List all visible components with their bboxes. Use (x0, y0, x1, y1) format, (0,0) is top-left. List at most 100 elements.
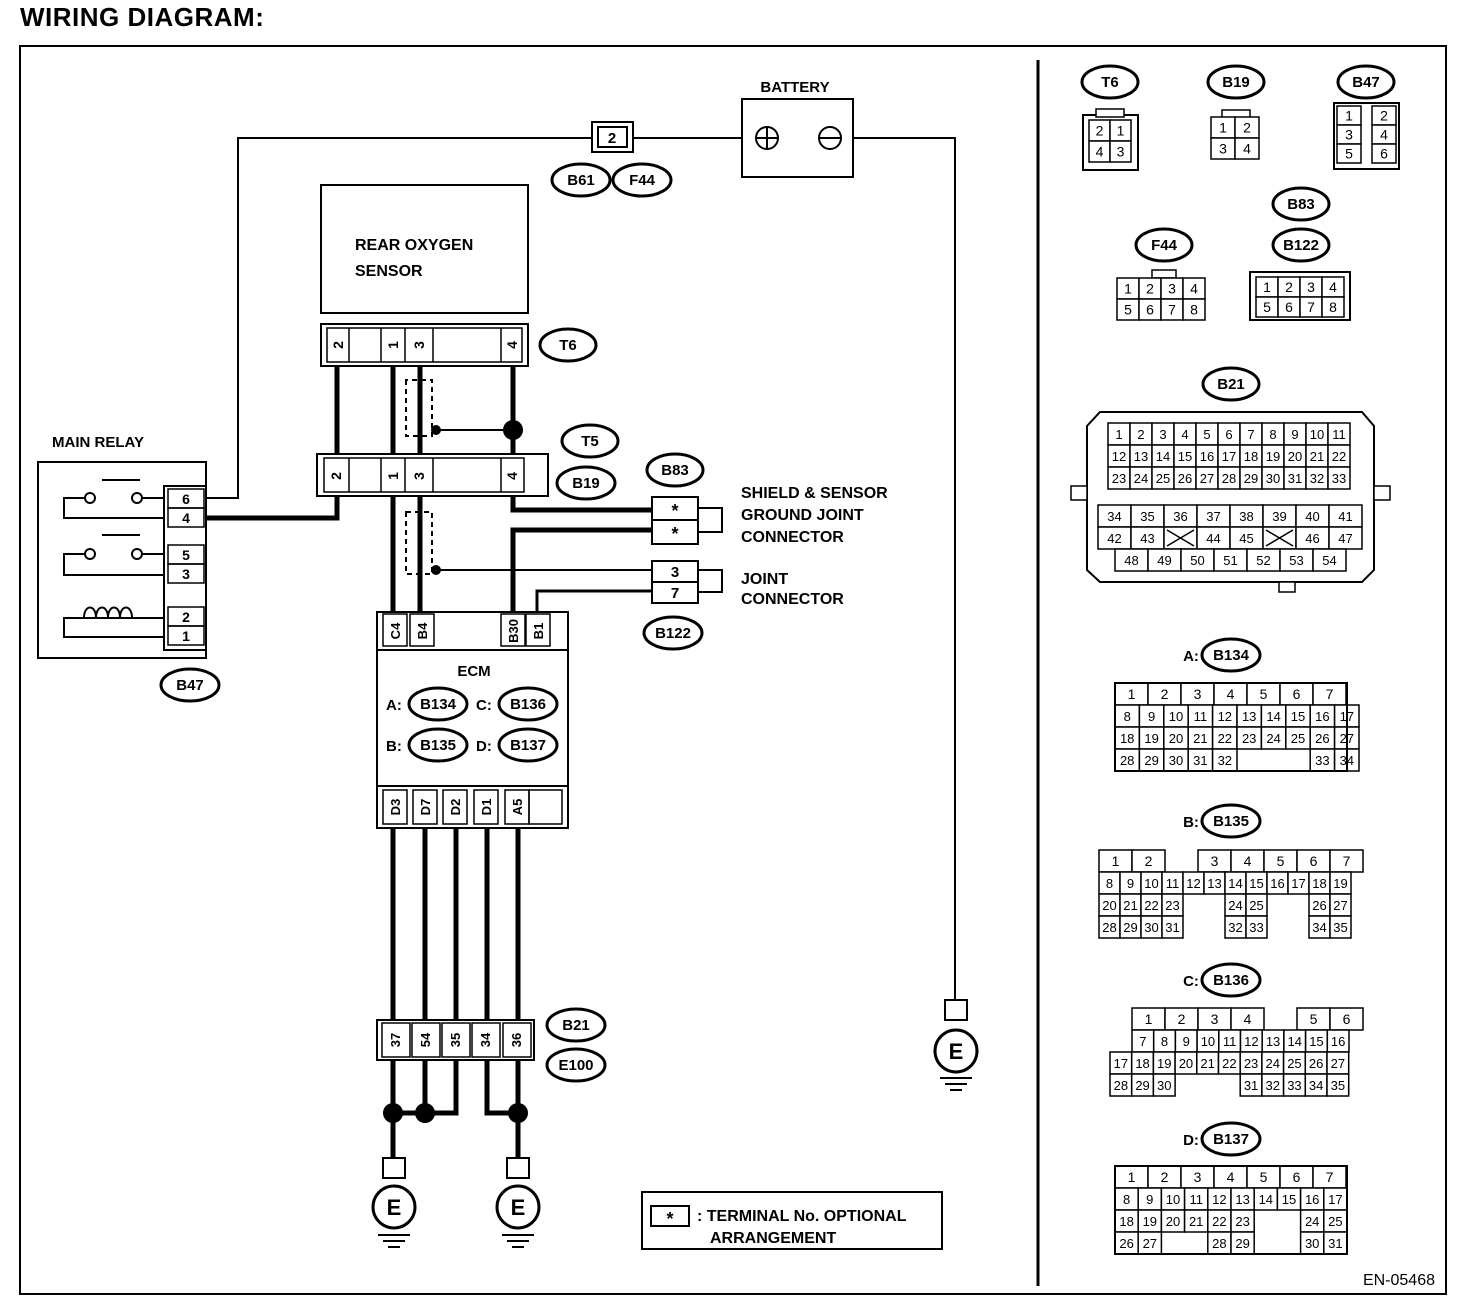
connector-id-badge: B122 (1271, 227, 1331, 263)
svg-text:3: 3 (1345, 127, 1353, 143)
svg-text:9: 9 (1291, 427, 1298, 442)
svg-text:33: 33 (1332, 471, 1346, 486)
svg-text:7: 7 (1139, 1034, 1146, 1049)
svg-text:32: 32 (1266, 1078, 1280, 1093)
svg-text:21: 21 (1193, 731, 1207, 746)
svg-text:: TERMINAL No. OPTIONAL: : TERMINAL No. OPTIONAL (697, 1208, 907, 1225)
svg-text:7: 7 (1326, 686, 1334, 702)
svg-text:8: 8 (1329, 299, 1337, 315)
svg-text:16: 16 (1200, 449, 1214, 464)
svg-text:1: 1 (1128, 686, 1136, 702)
svg-text:26: 26 (1178, 471, 1192, 486)
svg-text:17: 17 (1328, 1192, 1342, 1207)
connector-id-badge: B61 (550, 162, 612, 198)
svg-text:24: 24 (1266, 1056, 1280, 1071)
svg-text:47: 47 (1338, 531, 1352, 546)
main-relay: MAIN RELAY (37, 434, 207, 659)
connector-id-badge: B134 (1200, 637, 1262, 673)
svg-text:15: 15 (1249, 876, 1263, 891)
connector-id-badge: T5 (560, 423, 620, 459)
svg-text:19: 19 (1144, 731, 1158, 746)
svg-text:4: 4 (1244, 1011, 1252, 1027)
svg-text:4: 4 (182, 510, 190, 526)
svg-text:B83: B83 (661, 462, 689, 479)
svg-text:25: 25 (1328, 1214, 1342, 1229)
svg-text:3: 3 (1159, 427, 1166, 442)
svg-text:16: 16 (1331, 1034, 1345, 1049)
svg-text:36: 36 (509, 1033, 524, 1047)
svg-text:44: 44 (1206, 531, 1220, 546)
svg-text:13: 13 (1134, 449, 1148, 464)
svg-text:5: 5 (1277, 853, 1285, 869)
svg-text:*: * (671, 524, 678, 544)
svg-text:37: 37 (388, 1033, 403, 1047)
svg-text:35: 35 (1333, 920, 1347, 935)
shield-ground-joint-connector: * * SHIELD & SENSOR GROUND JOINT CONNECT… (651, 485, 888, 546)
page-title: WIRING DIAGRAM: (20, 2, 265, 32)
connector-t6: 2 1 3 4 (320, 323, 529, 367)
svg-text:10: 10 (1166, 1192, 1180, 1207)
svg-text:19: 19 (1266, 449, 1280, 464)
svg-text:T5: T5 (581, 433, 599, 450)
svg-text:54: 54 (1322, 553, 1336, 568)
svg-text:2: 2 (1161, 686, 1169, 702)
svg-text:2: 2 (1137, 427, 1144, 442)
diagram-frame (19, 45, 1447, 1295)
svg-text:SHIELD & SENSOR: SHIELD & SENSOR (741, 485, 888, 502)
svg-text:18: 18 (1312, 876, 1326, 891)
svg-text:50: 50 (1190, 553, 1204, 568)
connector-id-badge: B21 (545, 1007, 607, 1043)
svg-text:45: 45 (1239, 531, 1253, 546)
svg-text:30: 30 (1157, 1078, 1171, 1093)
svg-text:1: 1 (385, 341, 401, 349)
rear-oxygen-sensor: REAR OXYGEN SENSOR (320, 184, 529, 314)
svg-text:JOINT: JOINT (741, 571, 788, 588)
svg-text:6: 6 (1380, 146, 1388, 162)
svg-text:29: 29 (1235, 1236, 1249, 1251)
svg-text:21: 21 (1310, 449, 1324, 464)
svg-text:41: 41 (1338, 509, 1352, 524)
svg-text:15: 15 (1282, 1192, 1296, 1207)
svg-text:3: 3 (1194, 686, 1202, 702)
svg-text:A:: A: (1183, 648, 1199, 665)
svg-text:9: 9 (1148, 709, 1155, 724)
svg-text:A5: A5 (510, 799, 525, 816)
connector-id-badge: B135 (407, 727, 469, 763)
svg-text:8: 8 (1190, 302, 1198, 318)
svg-text:T6: T6 (559, 337, 577, 354)
svg-text:25: 25 (1156, 471, 1170, 486)
svg-text:37: 37 (1206, 509, 1220, 524)
svg-text:20: 20 (1166, 1214, 1180, 1229)
svg-text:40: 40 (1305, 509, 1319, 524)
ecm: C4 B4 B30 B1 ECM A: C: B: D: D3 D7 D2 D1… (376, 611, 569, 829)
svg-text:34: 34 (478, 1032, 493, 1047)
svg-text:1: 1 (1124, 281, 1132, 297)
ground-icon: E (371, 1157, 417, 1248)
svg-text:51: 51 (1223, 553, 1237, 568)
battery-label: BATTERY (760, 79, 829, 96)
svg-text:28: 28 (1212, 1236, 1226, 1251)
svg-text:12: 12 (1244, 1034, 1258, 1049)
connector-id-badge: B47 (1336, 64, 1396, 100)
connector-id-badge: B19 (1206, 64, 1266, 100)
svg-text:32: 32 (1228, 920, 1242, 935)
svg-text:7: 7 (1326, 1169, 1334, 1185)
svg-text:5: 5 (182, 547, 190, 563)
relay-coil-icon (63, 606, 164, 638)
svg-text:3: 3 (1307, 279, 1315, 295)
svg-text:D:: D: (476, 738, 492, 755)
connector-id-badge: B47 (159, 667, 221, 703)
svg-text:27: 27 (1143, 1236, 1157, 1251)
svg-text:23: 23 (1235, 1214, 1249, 1229)
connector-id-badge: B136 (1200, 962, 1262, 998)
svg-text:14: 14 (1288, 1034, 1302, 1049)
svg-text:4: 4 (504, 341, 520, 349)
connector-id-badge: B21 (1201, 366, 1261, 402)
svg-text:B30: B30 (506, 619, 521, 643)
svg-text:10: 10 (1144, 876, 1158, 891)
svg-text:29: 29 (1135, 1078, 1149, 1093)
svg-text:2: 2 (1380, 108, 1388, 124)
